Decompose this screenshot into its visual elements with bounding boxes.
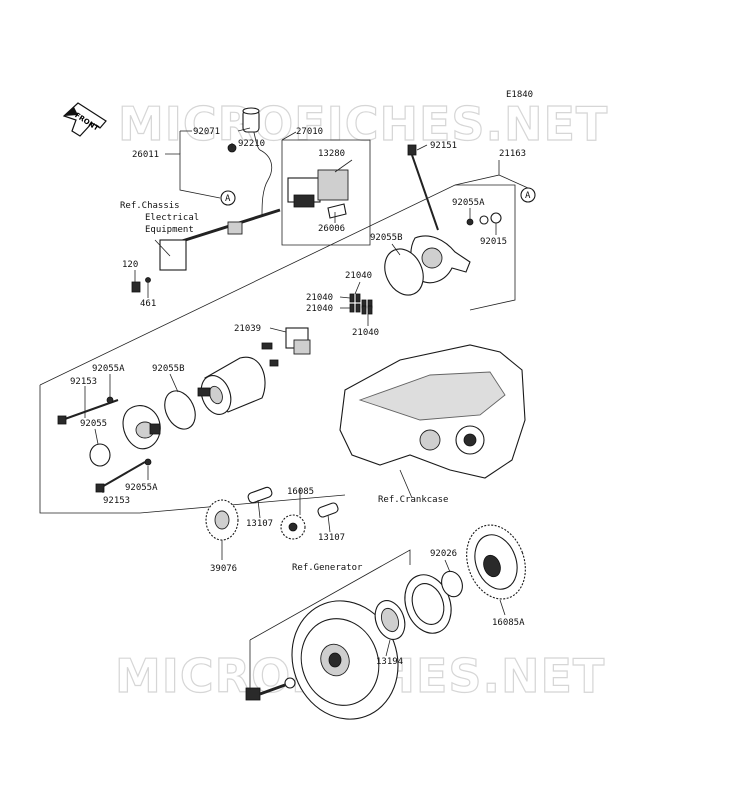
ignition-rod [159, 208, 281, 271]
label-21040-b: 21040 [306, 293, 333, 303]
label-92015: 92015 [480, 237, 507, 247]
oring-92055B-left [164, 390, 196, 430]
brushes-21040 [349, 293, 373, 315]
label-120: 120 [122, 260, 138, 270]
starter-end-cover [122, 405, 161, 450]
front-arrow-icon: FRONT [62, 102, 107, 137]
callout-a-right: A [520, 187, 536, 203]
label-26006: 26006 [318, 224, 345, 234]
label-ref-crankcase: Ref.Crankcase [378, 495, 448, 505]
label-21040-c: 21040 [306, 304, 333, 314]
crankcase [339, 344, 526, 499]
washer-461 [145, 277, 151, 283]
label-27010: 27010 [296, 127, 323, 137]
label-92153-a: 92153 [70, 377, 97, 387]
label-21040-a: 21040 [345, 271, 372, 281]
idler-gear-16085 [280, 514, 306, 540]
label-13280: 13280 [318, 149, 345, 159]
starter-relay [287, 169, 349, 219]
label-16085: 16085 [287, 487, 314, 497]
shaft-13107-a [247, 486, 273, 504]
brush-holder-21039 [261, 327, 311, 367]
label-39076: 39076 [210, 564, 237, 574]
relay-outline [281, 139, 371, 246]
shaft-13107-b [317, 502, 339, 518]
flywheel-bolt [245, 677, 296, 701]
label-92151: 92151 [430, 141, 457, 151]
diagram-code: E1840 [506, 90, 533, 100]
watermark-top: MICROFICHES.NET [118, 97, 608, 151]
label-92153-b: 92153 [103, 496, 130, 506]
label-92055B-left: 92055B [152, 364, 185, 374]
label-16085A: 16085A [492, 618, 525, 628]
label-92055B-top: 92055B [370, 233, 403, 243]
label-ref-chassis-2: Electrical [145, 213, 199, 223]
starter-motor [197, 356, 266, 415]
bolt-92151 [407, 144, 439, 231]
label-ref-generator: Ref.Generator [292, 563, 363, 573]
flywheel-rotor [291, 600, 399, 720]
label-ref-chassis-3: Equipment [145, 225, 194, 235]
generator-outline [249, 549, 411, 641]
label-13107-b: 13107 [318, 533, 345, 543]
label-21039: 21039 [234, 324, 261, 334]
starter-group-outline-lower [39, 385, 346, 514]
label-ref-chassis-1: Ref.Chassis [120, 201, 180, 211]
label-13107-a: 13107 [246, 519, 273, 529]
label-26011: 26011 [132, 150, 159, 160]
callout-a-right-label: A [525, 191, 531, 201]
leader-lines [84, 127, 529, 657]
callout-a-left-label: A [225, 194, 231, 204]
torque-limiter-39076 [205, 499, 239, 541]
starter-clutch-ring [404, 574, 452, 634]
bolt-120 [131, 281, 141, 293]
starter-gear-16085A [466, 524, 526, 600]
long-bolts-92153 [57, 396, 152, 493]
washer-92026 [441, 570, 463, 598]
label-92071: 92071 [193, 127, 220, 137]
label-92055A-left: 92055A [92, 364, 125, 374]
breather-hose [227, 107, 273, 216]
label-92210: 92210 [238, 139, 265, 149]
starter-group-outline [39, 184, 516, 386]
washers-92055A-92015 [466, 212, 502, 226]
starter-cover-21163 [410, 235, 471, 284]
bearing-13194 [374, 600, 406, 640]
label-13194: 13194 [376, 657, 403, 667]
label-21163: 21163 [499, 149, 526, 159]
label-461: 461 [140, 299, 156, 309]
label-92055A-bot: 92055A [125, 483, 158, 493]
label-92026: 92026 [430, 549, 457, 559]
oring-92055B-top [384, 248, 424, 296]
label-92055A-top: 92055A [452, 198, 485, 208]
label-21040-d: 21040 [352, 328, 379, 338]
label-92055: 92055 [80, 419, 107, 429]
callout-a-left: A [220, 190, 236, 206]
oring-92055 [89, 443, 111, 467]
